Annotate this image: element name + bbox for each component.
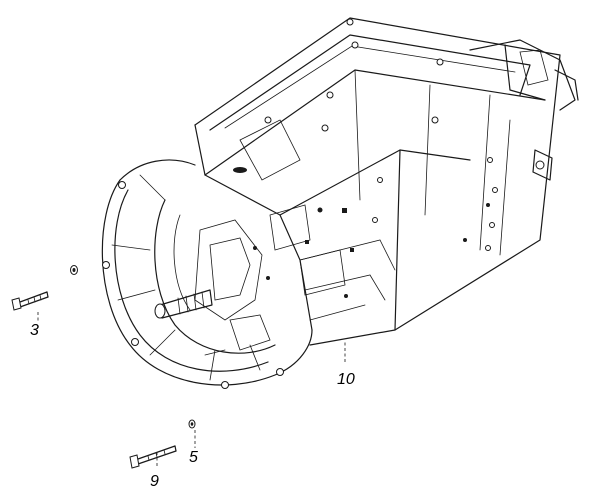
washer-5 bbox=[188, 419, 196, 429]
gearbox-assembly bbox=[101, 17, 579, 389]
bolt-3 bbox=[11, 291, 49, 311]
callout-label-3: 3 bbox=[30, 322, 39, 339]
callout-label-10: 10 bbox=[337, 371, 355, 388]
bolt-9 bbox=[129, 445, 177, 469]
washer-near-3 bbox=[70, 265, 78, 275]
callout-label-9: 9 bbox=[150, 473, 159, 490]
callout-label-5: 5 bbox=[189, 449, 198, 466]
